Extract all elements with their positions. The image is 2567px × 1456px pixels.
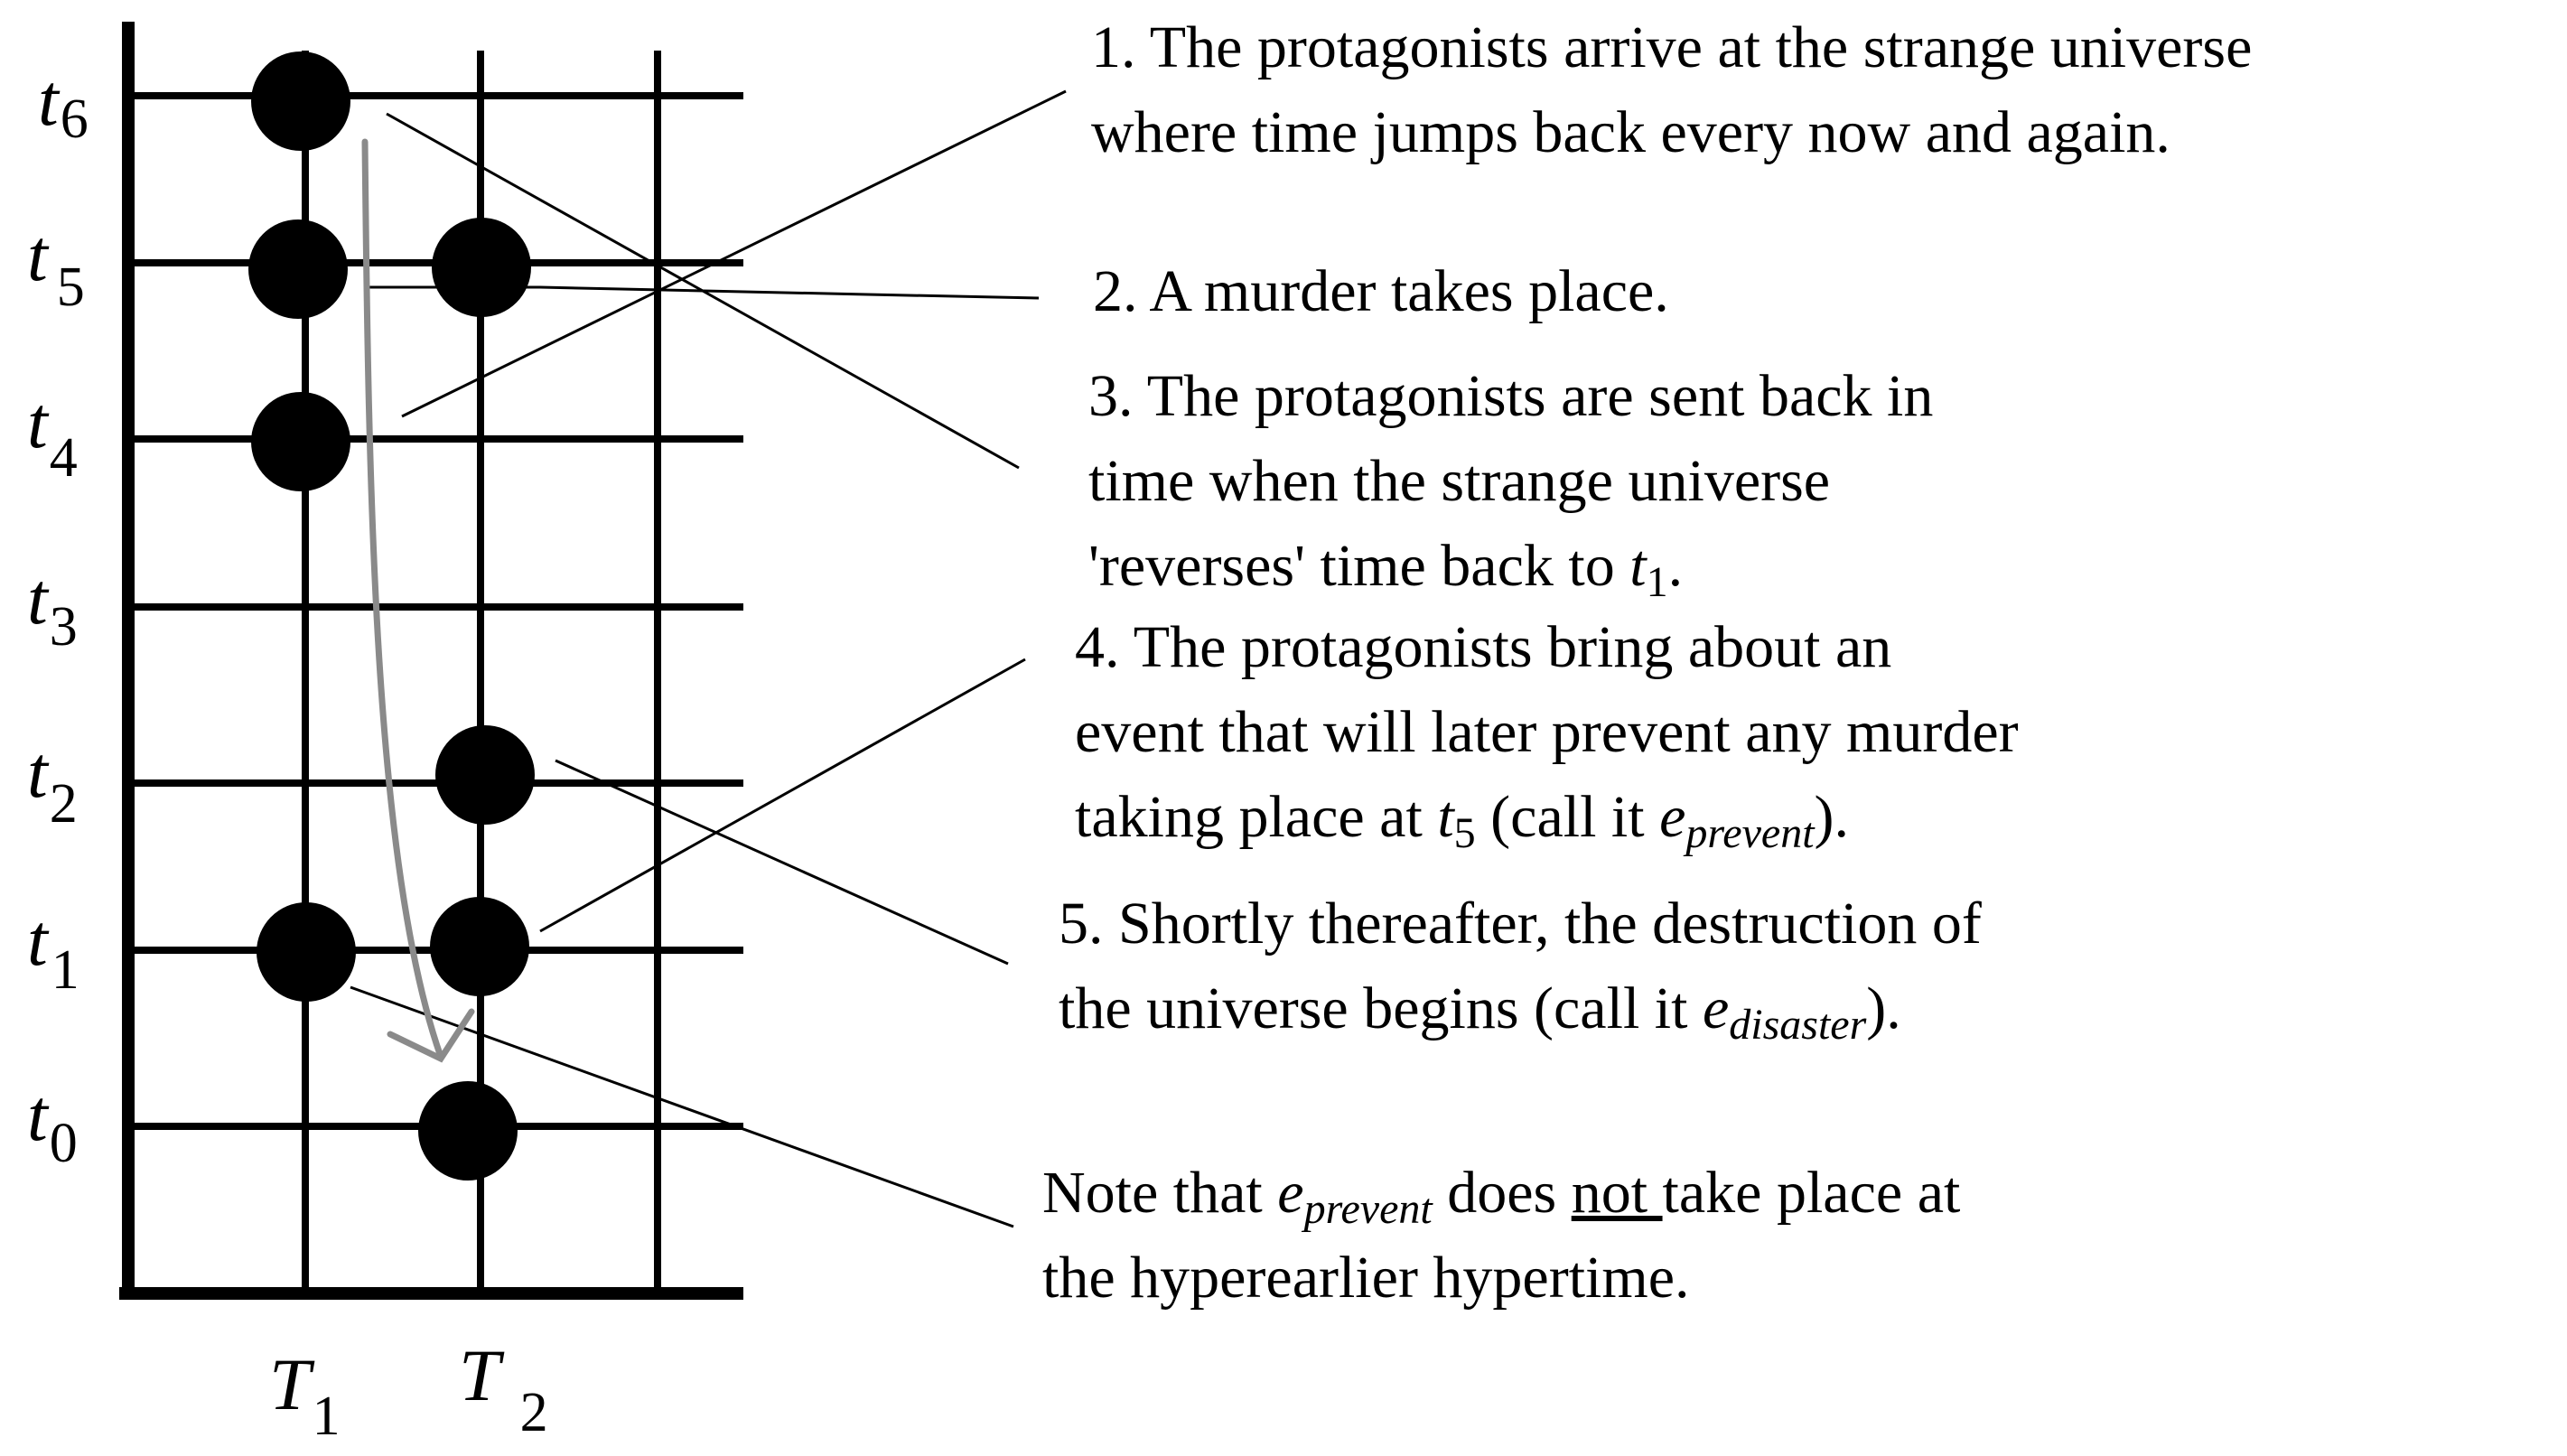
hypertime-label-T1: T1 <box>269 1343 341 1447</box>
pointer-line-1 <box>401 89 1067 418</box>
time-label-t3: t3 <box>27 557 78 658</box>
annotation-3: 3. The protagonists are sent back in tim… <box>1088 354 1933 609</box>
annotation-note-line-2: the hyperearlier hypertime. <box>1042 1245 1690 1311</box>
reversal-arrow-head <box>387 1008 475 1063</box>
annotation-4-line-3: taking place at t5 (call it eprevent). <box>1075 784 1850 857</box>
time-label-t0: t0 <box>27 1074 78 1174</box>
event-dot-T2-t5 <box>432 218 531 317</box>
annotation-4: 4. The protagonists bring about an event… <box>1075 605 2019 860</box>
annotation-3-line-3: 'reverses' time back to t1. <box>1088 533 1684 606</box>
event-dot-T1-t6 <box>251 51 350 151</box>
annotation-4-line-2: event that will later prevent any murder <box>1075 699 2019 765</box>
annotation-1: 1. The protagonists arrive at the strang… <box>1091 5 2252 175</box>
annotation-2-line-1: 2. A murder takes place. <box>1093 258 1669 324</box>
annotation-1-line-1: 1. The protagonists arrive at the strang… <box>1091 14 2253 80</box>
event-dot-T2-t0 <box>418 1081 518 1181</box>
time-label-t6: t6 <box>38 59 89 150</box>
event-dot-T1-t1 <box>257 902 356 1002</box>
annotation-3-line-2: time when the strange universe <box>1088 448 1831 514</box>
reversal-arrow-curve <box>361 138 444 1060</box>
annotation-4-line-1: 4. The protagonists bring about an <box>1075 614 1892 680</box>
annotation-3-line-1: 3. The protagonists are sent back in <box>1088 363 1934 429</box>
annotation-5-line-2: the universe begins (call it edisaster). <box>1059 975 1901 1049</box>
event-dot-T2-t1 <box>430 897 529 996</box>
pointer-line-3 <box>386 112 1020 470</box>
event-dot-T1-t4 <box>251 392 350 491</box>
annotation-2: 2. A murder takes place. <box>1093 249 1669 334</box>
time-label-t4: t4 <box>27 381 78 489</box>
event-dot-T2-t2 <box>435 725 535 825</box>
annotation-5: 5. Shortly thereafter, the destruction o… <box>1059 882 1982 1051</box>
pointer-line-4 <box>539 658 1026 933</box>
annotation-5-line-1: 5. Shortly thereafter, the destruction o… <box>1059 891 1982 957</box>
time-label-t2: t2 <box>27 731 78 835</box>
time-label-t1: t1 <box>27 899 79 1001</box>
reversal-arrow <box>361 138 475 1063</box>
annotation-note: Note that eprevent does not take place a… <box>1042 1151 1960 1321</box>
event-dots <box>248 51 535 1181</box>
annotation-1-line-2: where time jumps back every now and agai… <box>1091 99 2170 165</box>
event-dot-T1-t5 <box>248 219 348 319</box>
annotation-note-line-1: Note that eprevent does not take place a… <box>1042 1160 1961 1233</box>
pointer-line-5 <box>555 759 1009 966</box>
axes <box>119 22 743 1300</box>
